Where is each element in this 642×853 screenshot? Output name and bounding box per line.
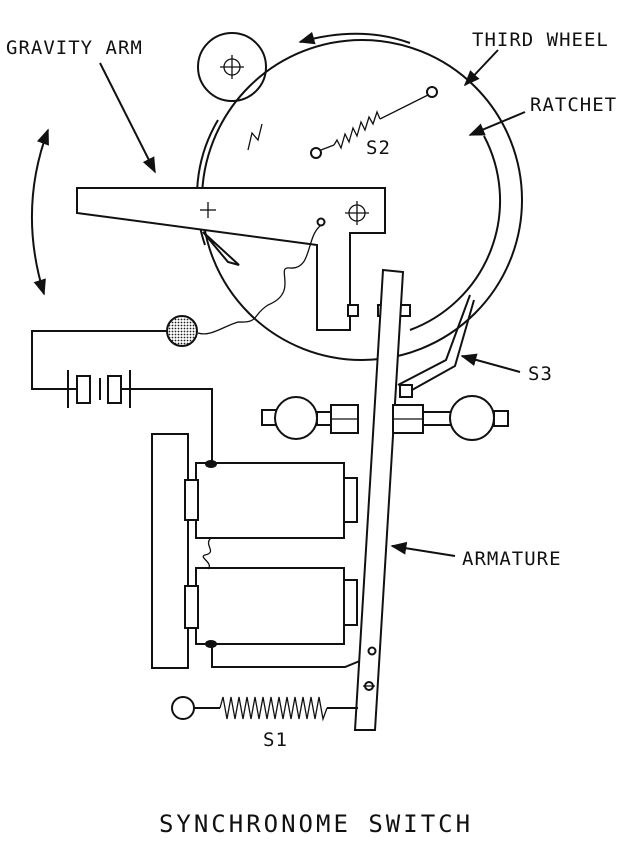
label-armature: ARMATURE	[462, 548, 562, 570]
battery-circuit	[31, 330, 213, 463]
contact-ball	[166, 315, 198, 347]
s3-spring	[397, 294, 475, 398]
label-s2: S2	[366, 137, 391, 159]
armature	[353, 268, 405, 731]
third-wheel-leader	[463, 49, 499, 87]
rotation-arrow	[298, 31, 411, 45]
diagram-title: SYNCHRONOME SWITCH	[159, 810, 473, 838]
third-wheel	[197, 32, 267, 102]
label-s1: S1	[263, 729, 288, 751]
label-gravity-arm: GRAVITY ARM	[6, 37, 143, 59]
label-s3: S3	[528, 363, 553, 385]
swing-arrow	[31, 128, 49, 296]
flexible-wire	[197, 225, 321, 335]
gravity-arm-leader	[99, 62, 156, 174]
armature-leader	[390, 541, 456, 557]
electromagnet	[151, 433, 373, 669]
s2-spring	[310, 86, 438, 159]
balance-weights	[261, 395, 509, 441]
s1-spring	[171, 696, 358, 722]
label-third-wheel: THIRD WHEEL	[472, 29, 609, 51]
ratchet-leader	[468, 111, 526, 136]
s3-leader	[460, 353, 521, 373]
label-ratchet: RATCHET	[530, 94, 617, 116]
